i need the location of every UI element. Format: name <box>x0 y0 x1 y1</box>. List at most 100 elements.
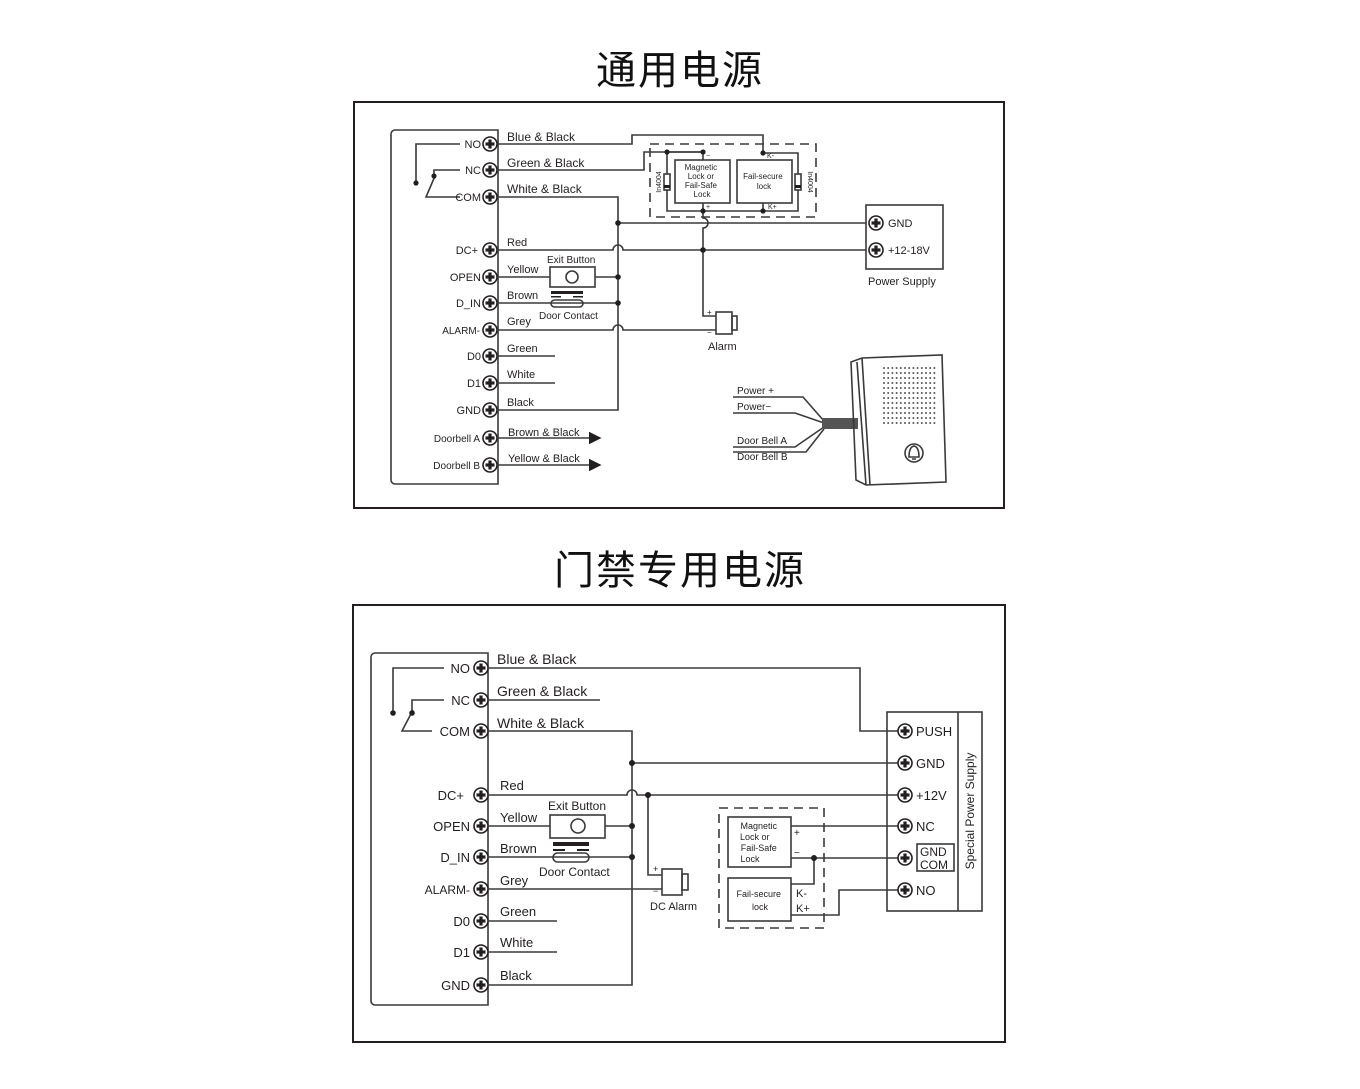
grille-dot <box>883 382 885 384</box>
grille-dot <box>904 387 906 389</box>
plus-label: + <box>706 204 710 211</box>
grille-dot <box>929 387 932 389</box>
doorbell-wire-label: Door Bell A <box>737 436 787 447</box>
grille-dot <box>916 367 919 369</box>
wire-label: Yellow <box>500 810 538 825</box>
grille-dot <box>899 377 902 379</box>
ps-terminal-label: PUSH <box>916 724 952 739</box>
grille-dot <box>925 417 927 419</box>
svg-text:Magnetic Lock or: Magnetic Lock or Fail-Safe Lock <box>740 821 780 864</box>
terminal-label: COM <box>440 724 470 739</box>
grille-dot <box>887 402 890 404</box>
wire-label: Brown <box>507 290 538 302</box>
terminal-label: NO <box>465 139 482 151</box>
dc-alarm-symbol: + − DC Alarm <box>650 864 697 913</box>
grille-dot <box>883 407 885 409</box>
terminal-label: D_IN <box>456 298 481 310</box>
screw-terminal-icon <box>482 242 498 258</box>
grille-dot <box>925 392 927 394</box>
grille-dot <box>887 367 890 369</box>
wire-label: Green & Black <box>507 156 585 170</box>
grille-dot <box>899 387 902 389</box>
speaker-grille-icon <box>883 367 936 424</box>
title-access-control-power-supply: 门禁专用电源 <box>554 548 806 594</box>
door-contact-symbol: Door Contact <box>539 842 610 879</box>
grille-dot <box>883 417 885 419</box>
grille-dot <box>933 377 936 379</box>
terminal-label: GND <box>457 405 482 417</box>
grille-dot <box>891 392 894 394</box>
alarm-label: Alarm <box>708 341 737 353</box>
grille-dot <box>883 377 885 379</box>
lock1-line: Magnetic <box>685 163 717 172</box>
grille-dot <box>920 397 923 399</box>
cable-icon <box>822 418 858 429</box>
wires <box>488 667 898 986</box>
grille-dot <box>925 377 927 379</box>
grille-dot <box>929 367 932 369</box>
screw-terminals <box>482 136 498 473</box>
controller-body <box>390 129 499 485</box>
grille-dot <box>891 377 894 379</box>
grille-dot <box>933 417 936 419</box>
grille-dot <box>887 392 890 394</box>
grille-dot <box>883 387 885 389</box>
wire-label: White <box>500 935 533 950</box>
lock-module: Magnetic Lock or Fail-Safe Lock Fail-sec… <box>718 807 898 929</box>
screw-terminal-icon <box>482 136 498 152</box>
grille-dot <box>883 372 885 374</box>
title-general-power-supply: 通用电源 <box>596 48 764 94</box>
magnetic-lock-box <box>727 816 792 868</box>
grille-dot <box>920 392 923 394</box>
power-supply-label: Power Supply <box>868 276 936 288</box>
diagram1-frame <box>353 101 1005 509</box>
grille-dot <box>895 417 898 419</box>
grille-dot <box>895 392 898 394</box>
screw-terminal-icon <box>897 882 913 898</box>
wire-label: Yellow & Black <box>508 453 580 465</box>
terminal-label: COM <box>455 192 481 204</box>
special-power-supply-label: Special Power Supply <box>963 753 977 870</box>
terminal-label: NO <box>451 661 471 676</box>
grille-dot <box>929 422 932 424</box>
lock1-line: Lock <box>694 190 712 199</box>
wire-label: Blue & Black <box>497 651 577 667</box>
screw-terminal-icon <box>473 818 489 834</box>
grille-dot <box>891 397 894 399</box>
grille-dot <box>887 387 890 389</box>
diode-label: In4004 <box>656 171 663 193</box>
grille-dot <box>895 422 898 424</box>
grille-dot <box>891 407 894 409</box>
grille-dot <box>887 397 890 399</box>
screw-terminal-icon <box>897 850 913 866</box>
exit-button-symbol: Exit Button <box>548 799 606 839</box>
grille-dot <box>883 397 885 399</box>
grille-dot <box>904 402 906 404</box>
grille-dot <box>891 417 894 419</box>
grille-dot <box>883 422 885 424</box>
terminal-label: D0 <box>467 351 481 363</box>
grille-dot <box>920 407 923 409</box>
screw-terminal-icon <box>868 242 884 258</box>
grille-dot <box>929 402 932 404</box>
k-plus-label: K+ <box>796 903 810 915</box>
fail-secure-lock-box <box>736 159 793 204</box>
grille-dot <box>920 412 923 414</box>
ps-terminal-label: GND <box>920 845 947 859</box>
grille-dot <box>883 402 885 404</box>
grille-dot <box>933 392 936 394</box>
grille-dot <box>899 417 902 419</box>
wire-label: Blue & Black <box>507 130 576 144</box>
screw-terminal-icon <box>473 787 489 803</box>
svg-text:Magnetic Lock or: Magnetic Lock or Fail-Safe Lock <box>685 163 720 199</box>
grille-dot <box>895 407 898 409</box>
exit-button-symbol: Exit Button <box>547 255 596 288</box>
grille-dot <box>883 392 885 394</box>
grille-dot <box>883 412 885 414</box>
wire-label: Red <box>507 237 527 249</box>
wire-label: Brown & Black <box>508 427 580 439</box>
door-contact-symbol: Door Contact <box>539 291 598 322</box>
grille-dot <box>933 387 936 389</box>
grille-dot <box>895 402 898 404</box>
grille-dot <box>912 382 915 384</box>
